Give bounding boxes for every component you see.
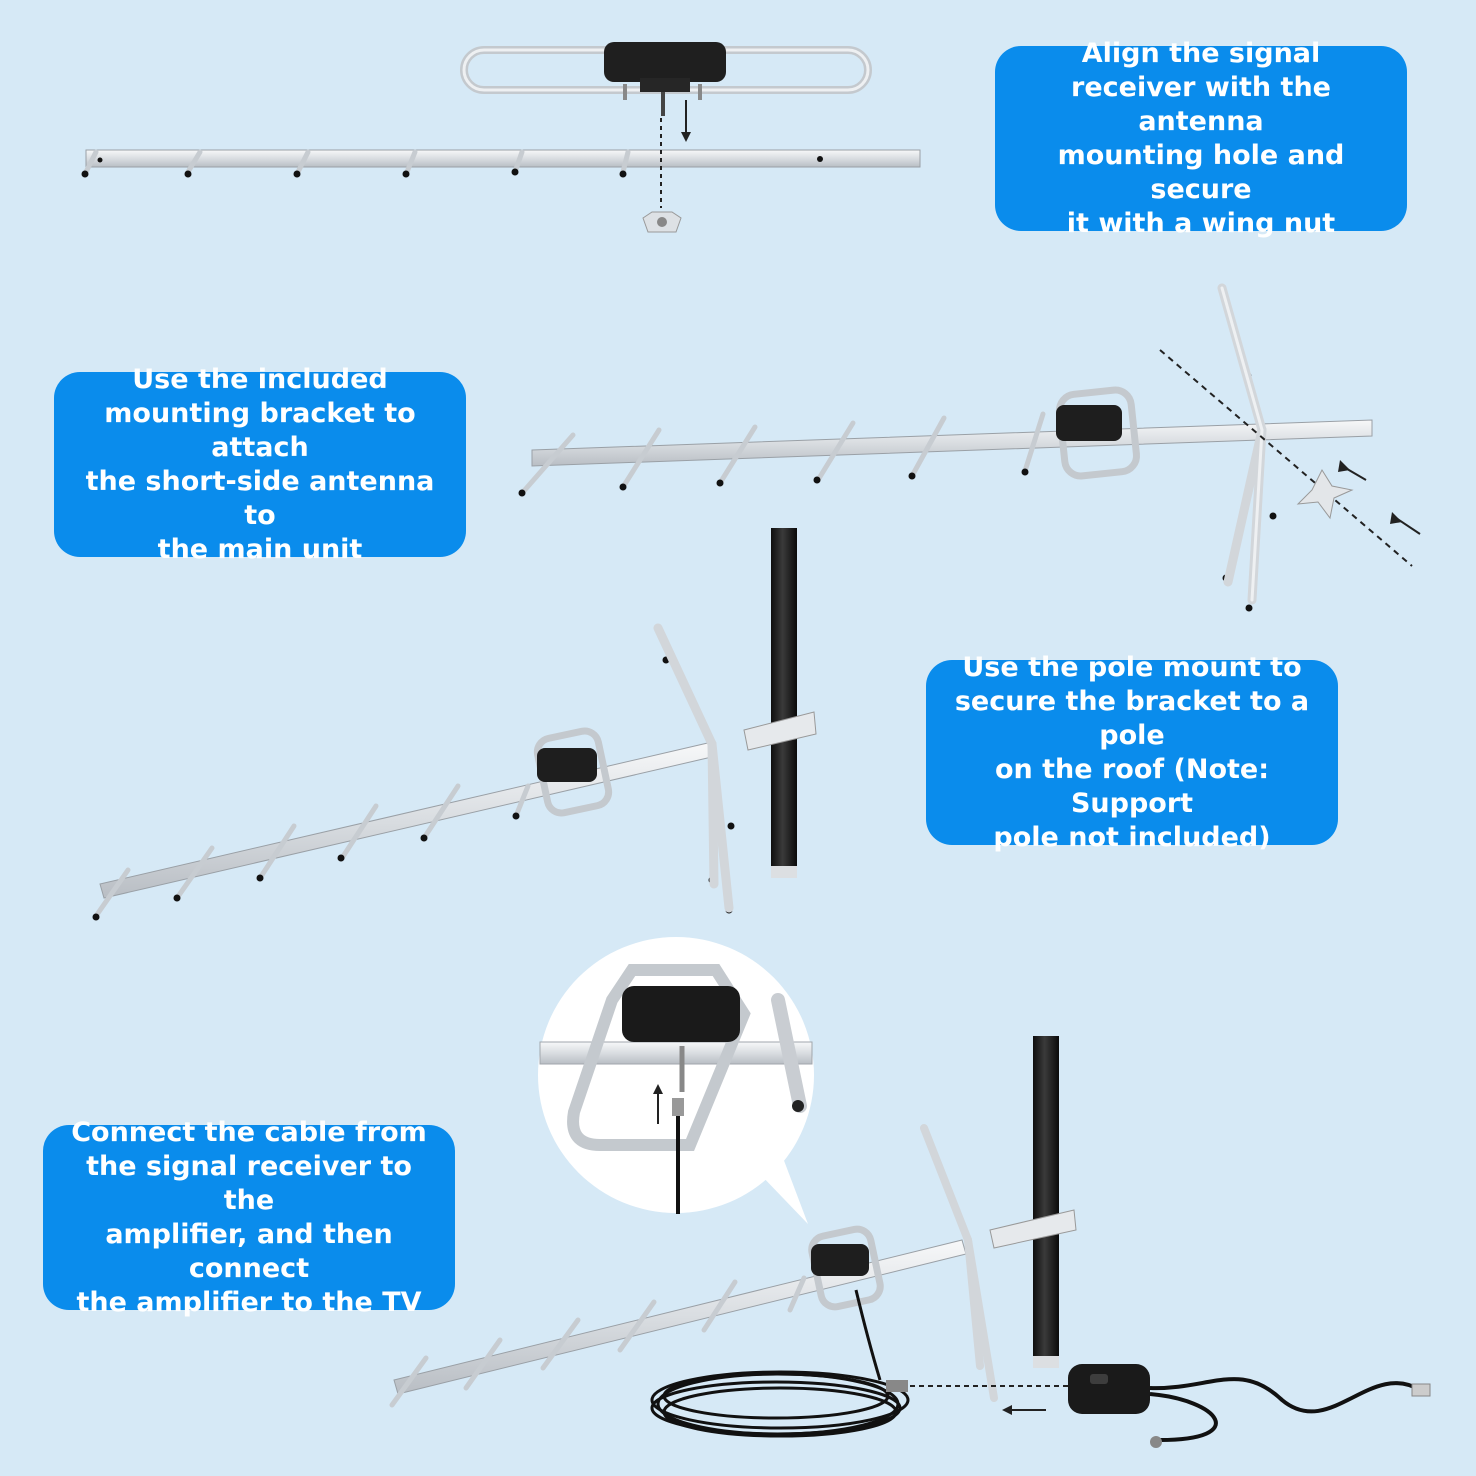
step3-illustration bbox=[92, 528, 817, 921]
step2-callout: Use the included mounting bracket to att… bbox=[54, 364, 466, 565]
step3-callout: Use the pole mount to secure the bracket… bbox=[926, 652, 1338, 853]
step2-illustration bbox=[518, 283, 1421, 612]
step4-callout: Connect the cable from the signal receiv… bbox=[43, 1117, 455, 1318]
step1-illustration bbox=[81, 42, 921, 233]
step1-callout: Align the signal receiver with the anten… bbox=[995, 38, 1407, 239]
step4-illustration bbox=[389, 937, 1431, 1448]
